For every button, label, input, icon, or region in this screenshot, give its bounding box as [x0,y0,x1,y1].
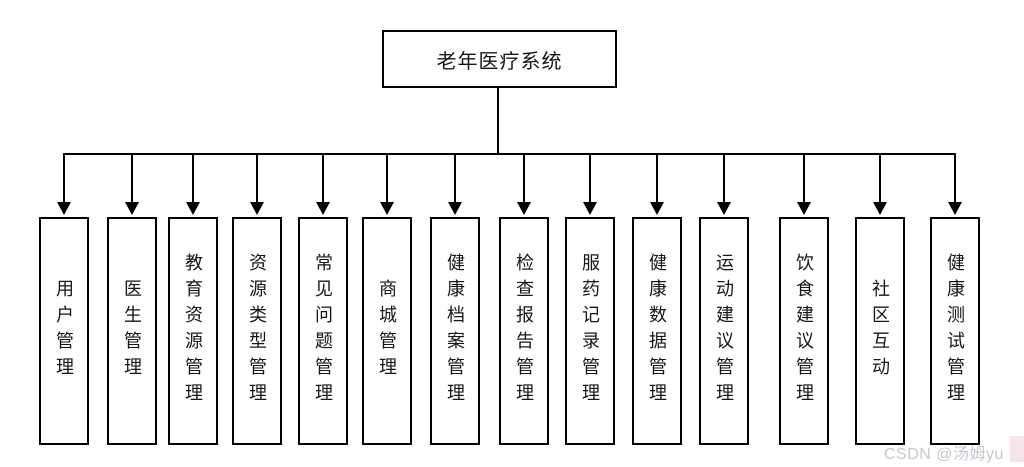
module-label: 资源类型管理 [247,253,267,409]
module-label: 服药记录管理 [580,253,600,409]
module-label: 健康测试管理 [945,253,965,409]
root-label: 老年医疗系统 [436,50,563,73]
root-box-elderly-medical-system: 老年医疗系统 [382,30,617,88]
module-box-health-data-management: 健康数据管理 [632,217,682,445]
module-label: 健康档案管理 [445,253,465,409]
module-box-diet-advice-management: 饮食建议管理 [779,217,829,445]
module-box-mall-management: 商城管理 [362,217,412,445]
module-label: 饮食建议管理 [794,253,814,409]
module-label: 检查报告管理 [514,253,534,409]
csdn-watermark: CSDN @汤姆yu [884,446,1004,463]
module-box-resource-type-management: 资源类型管理 [232,217,282,445]
module-box-health-test-management: 健康测试管理 [930,217,980,445]
module-box-health-archive-management: 健康档案管理 [430,217,480,445]
module-box-medication-record-management: 服药记录管理 [565,217,615,445]
module-box-community-interaction: 社区互动 [855,217,905,445]
module-box-exercise-advice-management: 运动建议管理 [699,217,749,445]
module-label: 健康数据管理 [647,253,667,409]
module-label: 社区互动 [870,279,890,383]
module-box-faq-management: 常见问题管理 [298,217,348,445]
module-box-doctor-management: 医生管理 [107,217,157,445]
module-box-checkup-report-management: 检查报告管理 [499,217,549,445]
module-box-education-resource-management: 教育资源管理 [168,217,218,445]
module-label: 商城管理 [377,279,397,383]
module-label: 常见问题管理 [313,253,333,409]
module-label: 教育资源管理 [183,253,203,409]
module-box-user-management: 用户管理 [39,217,89,445]
watermark-accent [1010,436,1024,462]
module-label: 运动建议管理 [714,253,734,409]
module-label: 医生管理 [122,279,142,383]
module-label: 用户管理 [54,279,74,383]
arrowheads [57,202,962,215]
